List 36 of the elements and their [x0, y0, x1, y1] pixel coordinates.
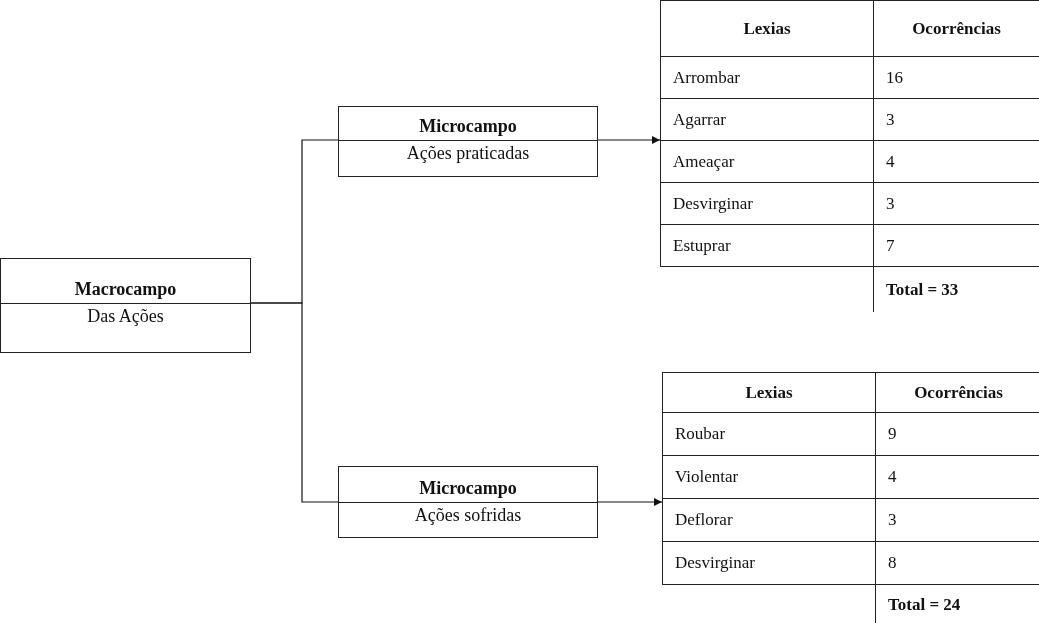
table-header-cell: Ocorrências	[873, 0, 1039, 57]
table-cell: Ameaçar	[660, 141, 873, 183]
field-box	[0, 258, 251, 353]
field-box	[338, 106, 598, 177]
box-heading: Microcampo	[339, 107, 597, 141]
table-cell: 7	[873, 225, 1039, 267]
table-cell: 16	[873, 57, 1039, 99]
total-cell: Total = 24	[875, 585, 1039, 623]
table-header-cell: Ocorrências	[875, 372, 1039, 413]
table-cell: Agarrar	[660, 99, 873, 141]
table-header-cell: Lexias	[662, 372, 875, 413]
field-box	[338, 466, 598, 538]
table-cell: Estuprar	[660, 225, 873, 267]
table-cell: Desvirginar	[662, 542, 875, 585]
arrow	[597, 136, 661, 144]
box-heading: Microcampo	[339, 467, 597, 503]
table-cell: Deflorar	[662, 499, 875, 542]
table-cell: 8	[875, 542, 1039, 585]
box-text: Ações sofridas	[413, 504, 523, 527]
table-header-cell: Lexias	[660, 0, 873, 57]
table-cell: 4	[873, 141, 1039, 183]
table-cell: 3	[875, 499, 1039, 542]
box-text: Ações praticadas	[405, 142, 531, 165]
table-cell: 3	[873, 183, 1039, 225]
arrow	[597, 498, 663, 506]
table-cell: 9	[875, 413, 1039, 456]
total-cell: Total = 33	[873, 267, 1039, 312]
table-cell: Roubar	[662, 413, 875, 456]
table-cell: 4	[875, 456, 1039, 499]
table-cell: Desvirginar	[660, 183, 873, 225]
box-text: Das Ações	[86, 305, 165, 328]
connector-line	[250, 302, 339, 503]
table-cell: Violentar	[662, 456, 875, 499]
table-cell: 3	[873, 99, 1039, 141]
table-cell: Arrombar	[660, 57, 873, 99]
box-heading: Macrocampo	[1, 259, 250, 304]
